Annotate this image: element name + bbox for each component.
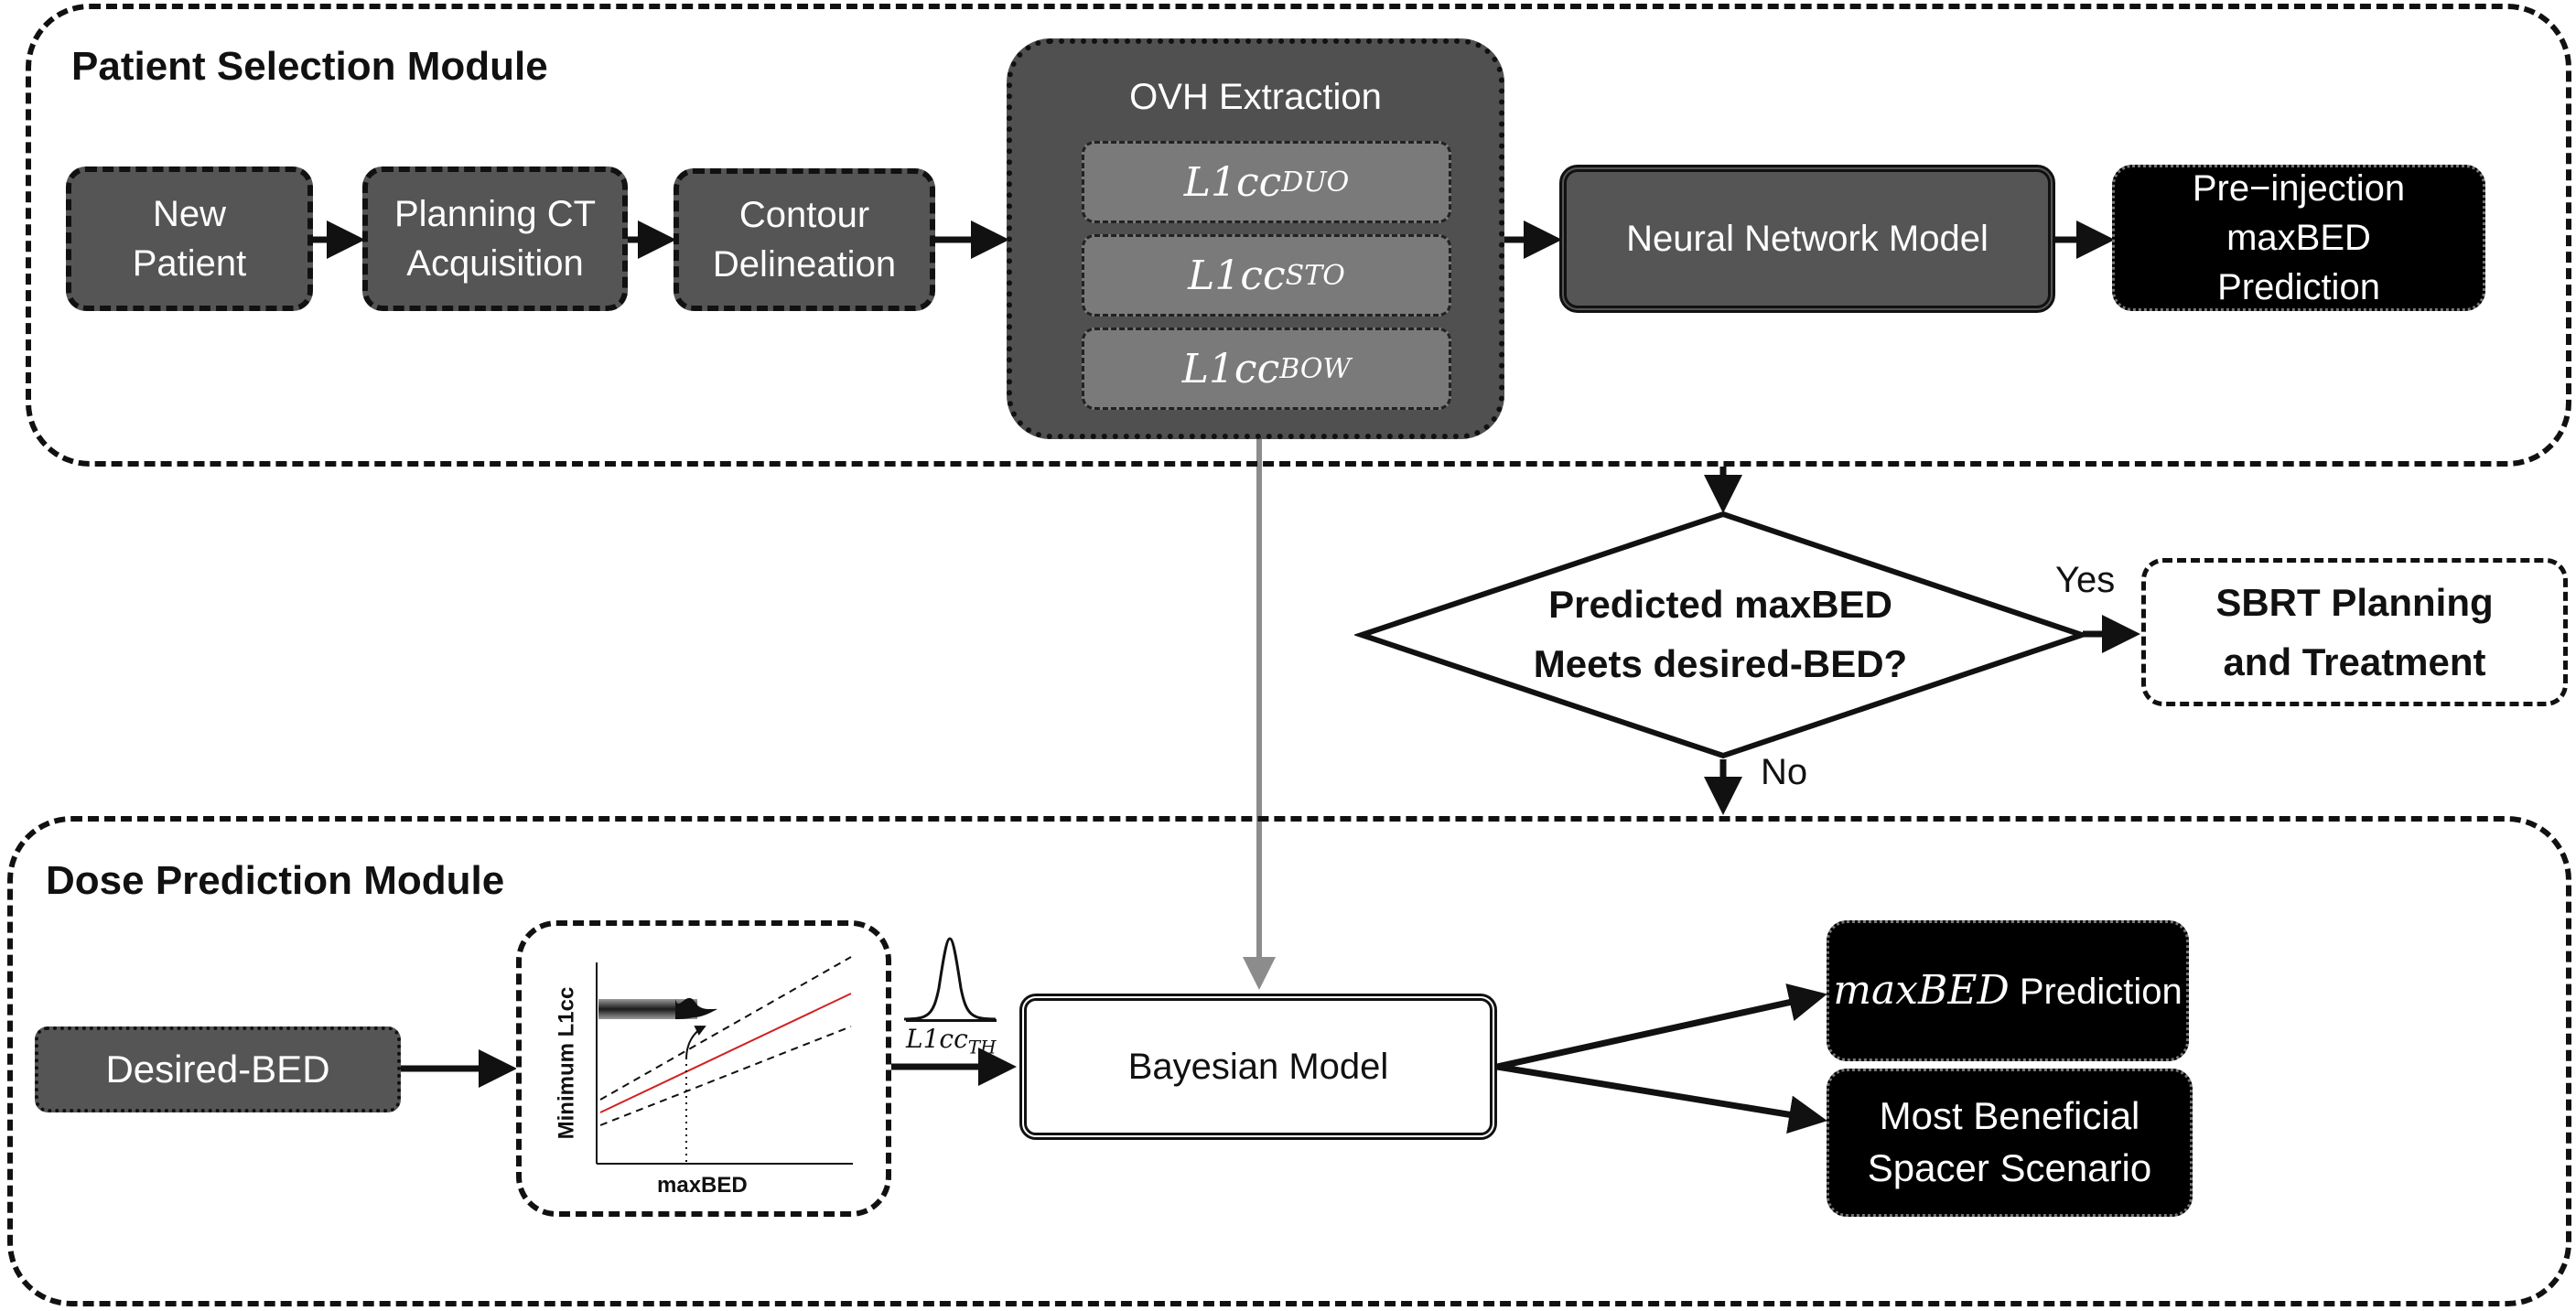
contour-delineation-label: Contour Delineation [712,195,897,285]
dose-prediction-module [7,816,2571,1306]
no-label: No [1761,752,1808,792]
ovh-extraction-title: OVH Extraction [1129,77,1382,117]
decision-question-line1: Predicted maxBED [1548,583,1892,626]
new-patient-box: New Patient [66,167,313,311]
spacer-scenario-box: Most Beneficial Spacer Scenario [1827,1069,2193,1217]
ovh-item-bow-sub: BOW [1279,352,1352,385]
desired-bed-label: Desired-BED [105,1047,330,1091]
mini-chart-upper-band [599,956,852,1101]
ovh-item-sto-sub: STO [1285,259,1345,292]
patient-selection-module [26,4,2571,467]
neural-network-box: Neural Network Model [1559,165,2055,313]
patient-selection-title: Patient Selection Module [71,44,548,89]
new-patient-label: New Patient [132,194,247,284]
maxbed-prediction-math: maxBED [1833,967,2010,1015]
distribution-label-base: L1cc [906,1024,968,1054]
ovh-item-sto-base: L1cc [1188,252,1286,299]
arrow-bayesian-to-spacer [1496,1063,1827,1134]
dose-prediction-title: Dose Prediction Module [46,858,505,903]
pre-injection-label: Pre−injection maxBED Prediction [2192,168,2406,307]
decision-question-line2: Meets desired-BED? [1533,642,1908,686]
mini-chart-band [598,999,697,1019]
spacer-scenario-label: Most Beneficial Spacer Scenario [1867,1094,2152,1189]
mini-chart-lower-band [599,1026,852,1126]
mini-chart-ylabel: Minimum L1cc [554,986,579,1140]
ovh-item-duo-sub: DUO [1281,166,1350,199]
neural-network-label: Neural Network Model [1626,219,1989,259]
sbrt-label: SBRT Planning and Treatment [2215,580,2494,683]
decision-question: Predicted maxBED Meets desired-BED? [1464,575,1977,693]
mini-chart-projection-arrow [685,1026,706,1060]
pre-injection-box: Pre−injection maxBED Prediction [2112,165,2485,311]
yes-label: Yes [2055,560,2116,600]
mini-chart-xlabel: maxBED [657,1173,748,1198]
maxbed-prediction-text: Prediction [2009,972,2183,1013]
ovh-item-bow-base: L1cc [1181,345,1280,392]
bayesian-model-label: Bayesian Model [1127,1047,1389,1087]
ovh-item-duo-base: L1cc [1183,158,1282,206]
distribution-icon [903,937,997,1021]
mini-chart-fit-line [599,993,852,1113]
contour-delineation-box: Contour Delineation [674,168,935,311]
decision-diamond [1354,510,2086,759]
maxbed-prediction-box: maxBED Prediction [1827,920,2189,1061]
arrow-bayesian-to-maxbed [1496,983,1827,1070]
distribution-label-sub: TH [967,1036,997,1058]
bayesian-model-box: Bayesian Model [1019,994,1497,1140]
planning-ct-label: Planning CT Acquisition [393,194,597,284]
desired-bed-box: Desired-BED [35,1026,401,1112]
maxbed-prediction-label: maxBED Prediction [1833,963,2182,1017]
planning-ct-box: Planning CT Acquisition [362,167,628,311]
mini-chart-box: Minimum L1cc maxBED [516,920,891,1217]
mini-chart [596,956,853,1165]
sbrt-box: SBRT Planning and Treatment [2141,558,2568,706]
mini-chart-density [675,997,717,1019]
distribution-label: L1ccTH [906,1019,997,1058]
